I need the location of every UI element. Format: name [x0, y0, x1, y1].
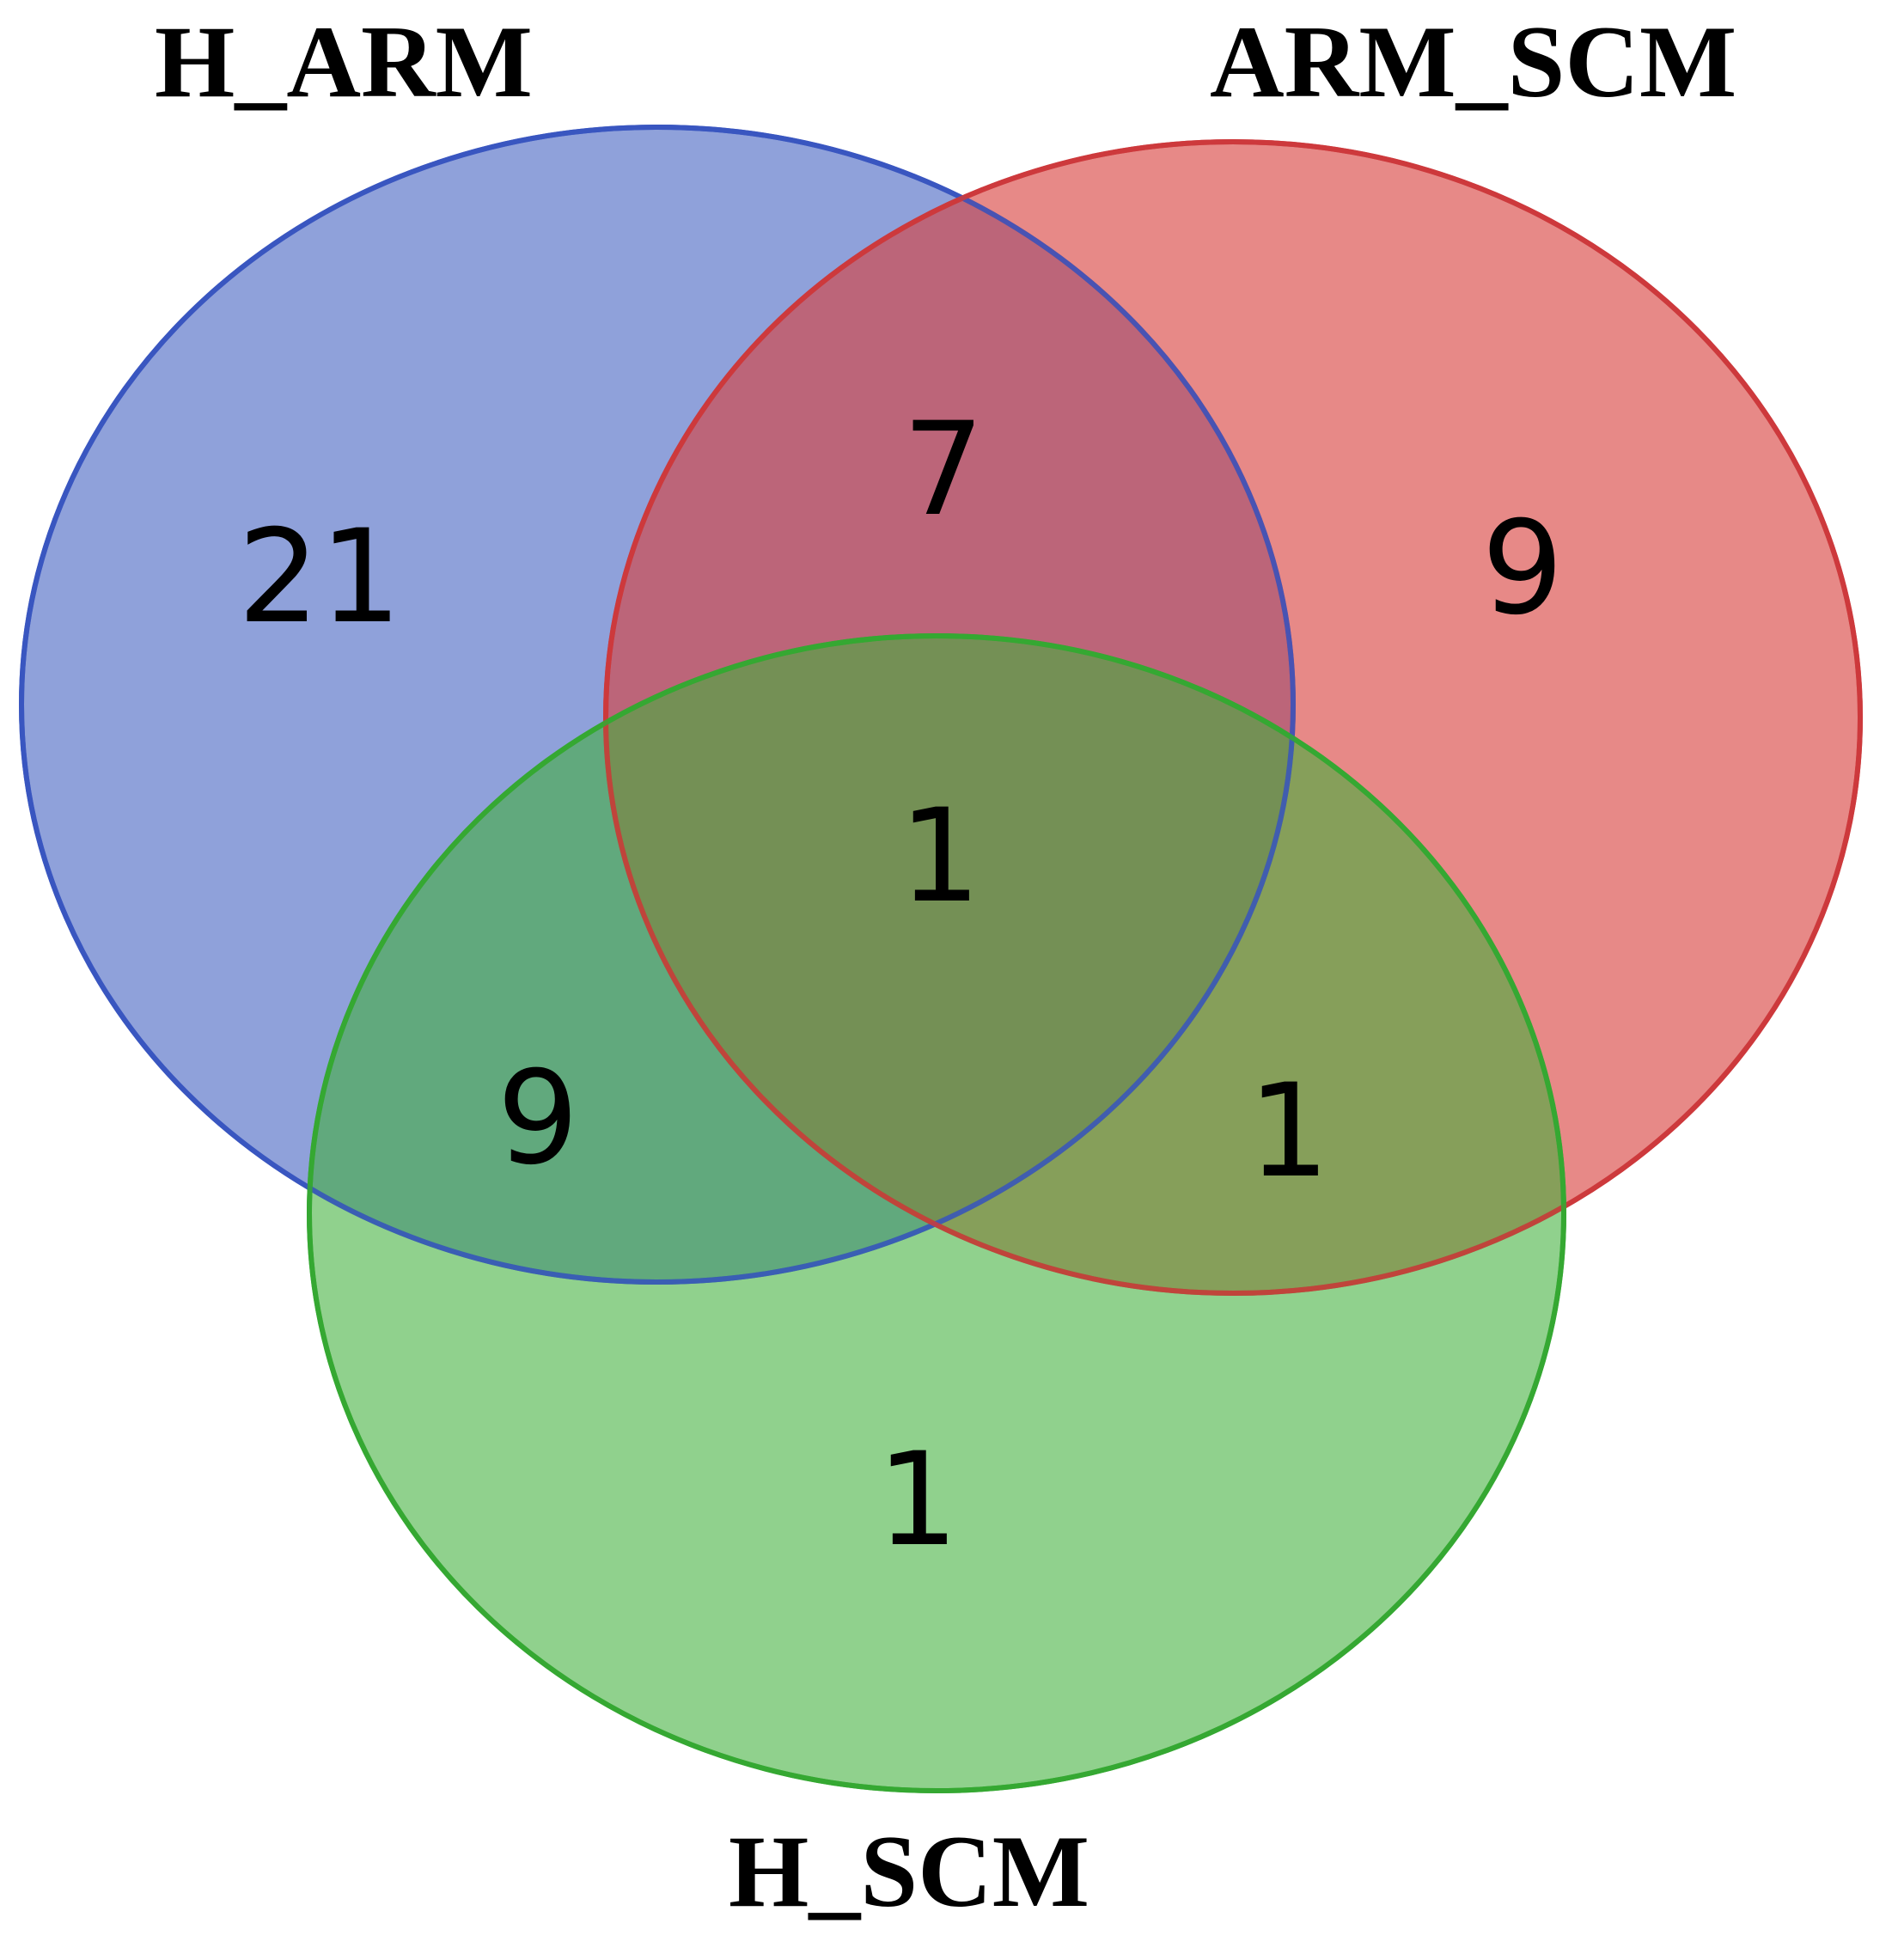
set-label-h-scm: H_SCM — [729, 1814, 1089, 1928]
count-arm-scm-h-scm: 1 — [1248, 1057, 1329, 1206]
count-arm-scm-only: 9 — [1481, 494, 1563, 644]
count-h-arm-h-scm: 9 — [497, 1044, 578, 1194]
count-all-three: 1 — [899, 782, 980, 931]
arm-scm-outline — [603, 139, 1863, 1296]
set-label-arm-scm: ARM_SCM — [1210, 4, 1736, 119]
h-arm-outline — [19, 125, 1296, 1285]
h-scm-outline — [307, 633, 1566, 1793]
count-h-scm-only: 1 — [876, 1426, 958, 1575]
count-h-arm-arm-scm: 7 — [902, 395, 984, 545]
count-h-arm-only: 21 — [238, 503, 402, 652]
set-label-h-arm: H_ARM — [155, 4, 533, 119]
